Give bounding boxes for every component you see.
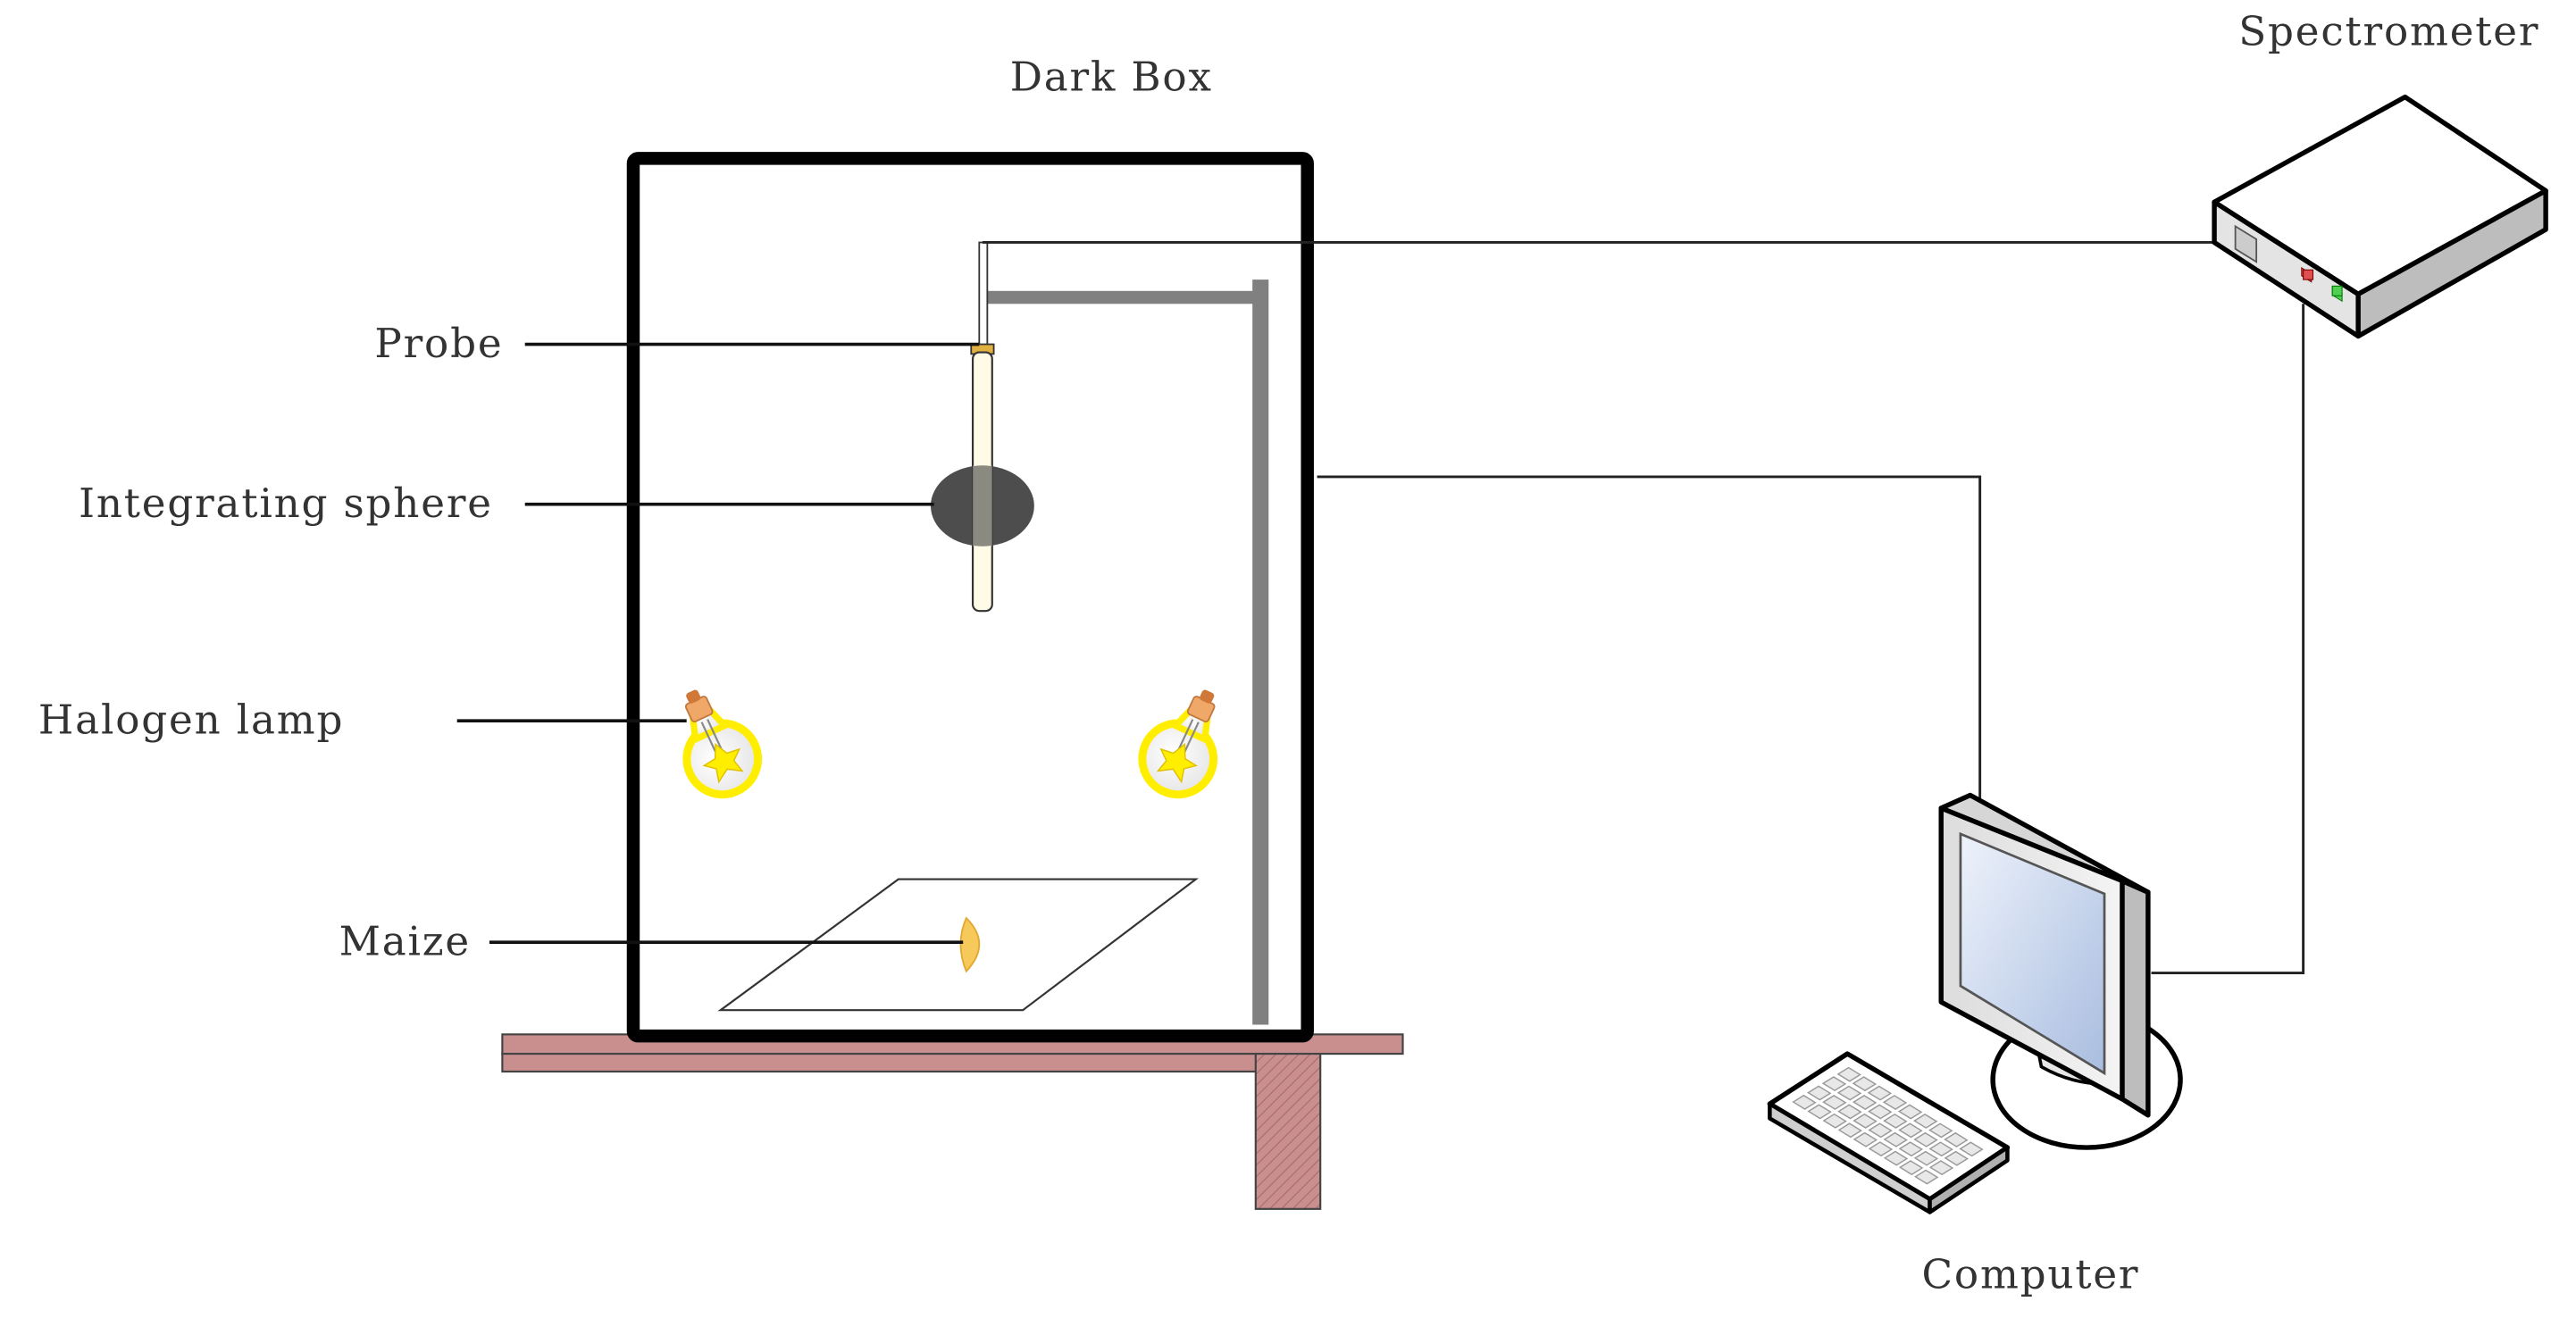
computer-screen: [1959, 831, 2106, 1076]
keyboard-key: [1836, 1066, 1861, 1082]
keyboard-key: [1928, 1160, 1954, 1176]
keyboard-key: [1853, 1113, 1878, 1129]
keyboard-key: [1959, 1141, 1984, 1157]
label-maize: Maize: [339, 918, 471, 965]
keyboard-key: [1821, 1076, 1847, 1092]
keyboard-key: [1913, 1150, 1939, 1166]
label-spectrometer: Spectrometer: [2238, 8, 2539, 55]
keyboard-key: [1807, 1104, 1832, 1120]
keyboard-key: [1898, 1141, 1924, 1157]
keyboard-key: [1853, 1131, 1878, 1147]
green-led: [2331, 285, 2343, 296]
computer-keyboard: [1767, 1051, 2011, 1214]
leader-lines: [456, 342, 980, 944]
keyboard-key: [1837, 1104, 1862, 1120]
halogen-lamp-left: [682, 689, 763, 799]
sample-platform: [717, 878, 1200, 1012]
red-led: [2303, 269, 2314, 280]
keyboard-key: [1883, 1150, 1909, 1166]
keyboard-key: [1807, 1085, 1832, 1101]
label-probe: Probe: [374, 320, 503, 367]
keyboard-key: [1914, 1169, 1939, 1185]
keyboard-key: [1928, 1122, 1953, 1139]
keyboard-key: [1883, 1113, 1908, 1129]
spectrometer-device: [2212, 94, 2548, 339]
keyboard-key: [1837, 1122, 1863, 1139]
label-computer: Computer: [1921, 1251, 2139, 1298]
probe-stand: [985, 280, 1269, 1025]
keyboard-key: [1867, 1085, 1893, 1101]
keyboard-key: [1912, 1113, 1938, 1129]
keyboard-key: [1852, 1076, 1878, 1092]
label-integrating-sphere: Integrating sphere: [79, 480, 493, 527]
maize-kernel: [959, 916, 981, 973]
label-dark-box: Dark Box: [1010, 53, 1213, 100]
keyboard-key: [1822, 1094, 1847, 1110]
keyboard-key: [1913, 1131, 1938, 1147]
label-halogen-lamp: Halogen lamp: [38, 697, 344, 744]
keyboard-key: [1898, 1160, 1924, 1176]
keyboard-key: [1868, 1104, 1893, 1120]
keyboard-key: [1868, 1122, 1893, 1139]
halogen-lamp-right: [1138, 689, 1218, 799]
keyboard-key: [1944, 1131, 1969, 1147]
table: [501, 1033, 1404, 1210]
keyboard-key: [1822, 1113, 1847, 1129]
keyboard-key: [1836, 1085, 1862, 1101]
keyboard-key: [1852, 1095, 1878, 1110]
keyboard-key: [1897, 1104, 1923, 1120]
cables: [982, 241, 2305, 975]
integrating-sphere: [931, 465, 1034, 547]
keyboard-key: [1898, 1122, 1923, 1139]
keyboard-key: [1883, 1131, 1908, 1147]
keyboard-key: [1944, 1150, 1969, 1166]
computer-monitor: [1938, 792, 2183, 1150]
keyboard-key: [1928, 1141, 1953, 1157]
keyboard-key: [1792, 1094, 1817, 1110]
dark-box: [626, 152, 1314, 1043]
keyboard-key: [1882, 1095, 1908, 1111]
keyboard-key: [1868, 1141, 1894, 1157]
